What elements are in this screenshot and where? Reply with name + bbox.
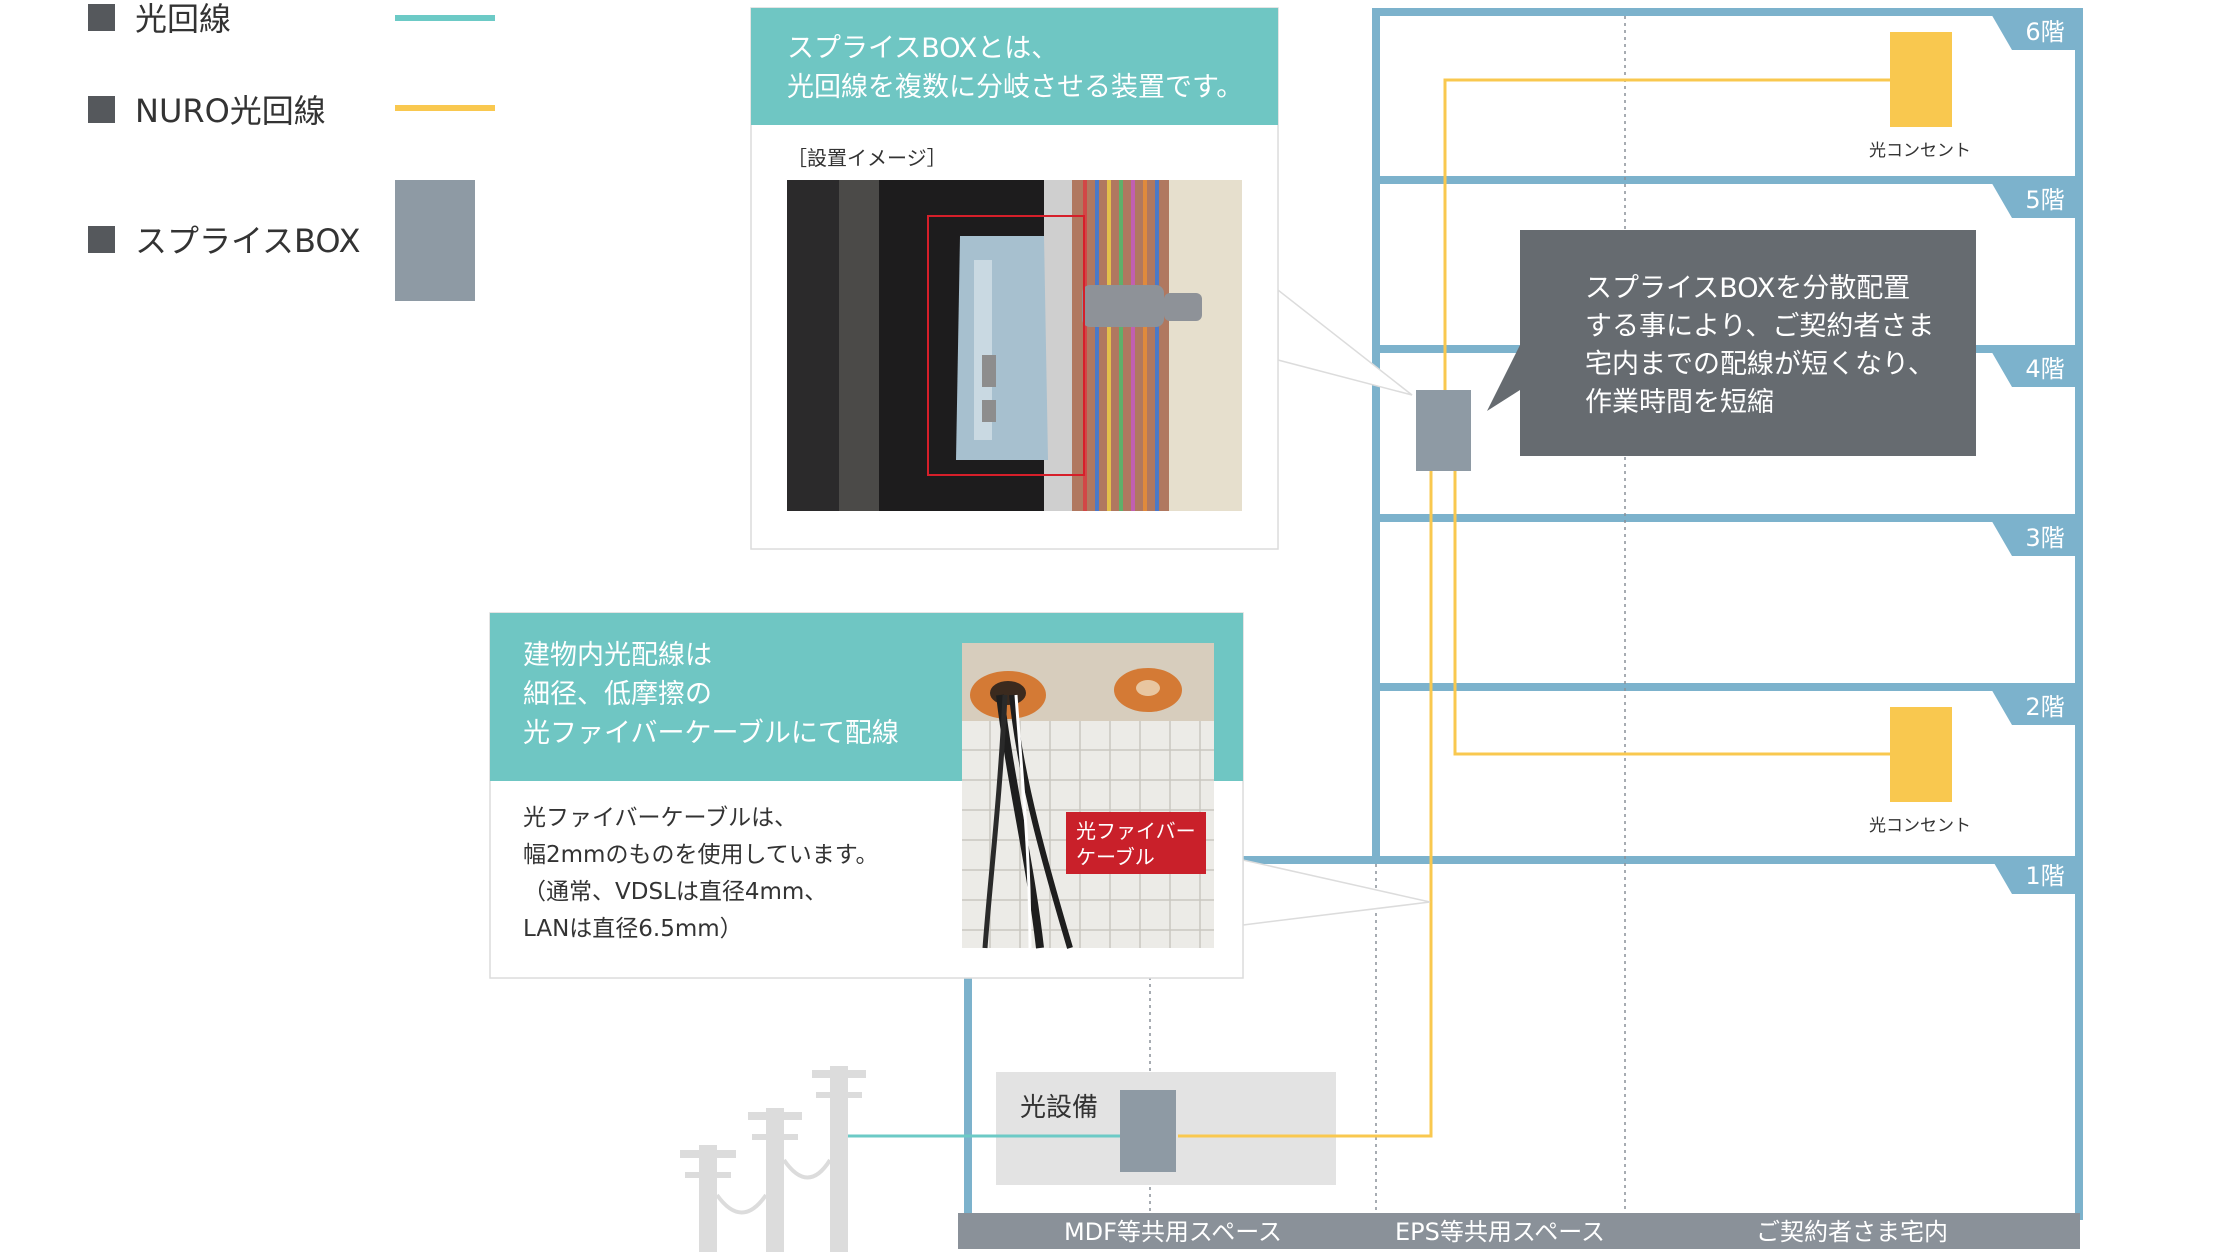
legend-bullet-fiber [88, 4, 115, 31]
callout-cable-body-3: （通常、VDSLは直径4mm、 [523, 879, 827, 905]
zone-label-eps: EPS等共用スペース [1395, 1218, 1605, 1246]
callout-distribution-line-2: する事により、ご契約者さま [1585, 311, 1934, 342]
splice-box-4f [1416, 390, 1471, 471]
callout-cable-body-4: LANは直径6.5mm） [523, 916, 743, 942]
cable-photo-tag-line-2: ケーブル [1076, 845, 1155, 869]
outlet-2f: 光コンセント [1869, 707, 1971, 836]
callout-cable-body-1: 光ファイバーケーブルは、 [523, 805, 797, 831]
nuro-line-2f [1453, 471, 1890, 756]
callout-cable-title-2: 細径、低摩擦の [523, 679, 712, 710]
zone-bar: MDF等共用スペース EPS等共用スペース ご契約者さま宅内 [958, 1213, 2080, 1249]
legend-splice-box-swatch [395, 180, 475, 301]
equipment-label: 光設備 [1020, 1093, 1098, 1123]
callout-splice-header [751, 8, 1278, 125]
floor-label-1: 1階 [2025, 862, 2064, 890]
splice-installation-photo [787, 180, 1242, 511]
callout-distribution-line-4: 作業時間を短縮 [1585, 387, 1774, 418]
splice-box-mdf [1120, 1090, 1176, 1172]
nuro-line-6f [1443, 78, 1890, 390]
outlet-2f-box [1890, 707, 1952, 802]
legend: 光回線 NURO光回線 スプライスBOX [88, 0, 495, 301]
legend-label-nuro: NURO光回線 [135, 92, 326, 130]
callout-splice-box: スプライスBOXとは、 光回線を複数に分岐させる装置です。 ［設置イメージ］ [750, 7, 1413, 550]
callout-distribution-line-1: スプライスBOXを分散配置 [1585, 273, 1910, 304]
floor-label-5: 5階 [2025, 186, 2064, 214]
callout-distribution-line-3: 宅内までの配線が短くなり、 [1585, 349, 1935, 380]
zone-label-residence: ご契約者さま宅内 [1756, 1218, 1948, 1246]
zone-label-mdf: MDF等共用スペース [1064, 1218, 1282, 1246]
floor-label-3: 3階 [2025, 524, 2064, 552]
callout-splice-title-1: スプライスBOXとは、 [787, 33, 1058, 64]
callout-distribution: スプライスBOXを分散配置 する事により、ご契約者さま 宅内までの配線が短くなり… [1487, 230, 1976, 456]
legend-label-fiber: 光回線 [135, 0, 231, 38]
outlet-6f-label: 光コンセント [1869, 141, 1971, 161]
legend-label-splice: スプライスBOX [135, 222, 361, 260]
cable-photo-tag-line-1: 光ファイバー [1076, 819, 1196, 843]
wiring [842, 78, 1890, 1138]
cable-photo-tag [1066, 812, 1206, 874]
cable-photo: 光ファイバー ケーブル [962, 643, 1214, 949]
legend-bullet-splice [88, 226, 115, 253]
legend-line-nuro [395, 105, 495, 111]
zone-bar-bg [958, 1213, 2080, 1249]
callout-distribution-box [1520, 230, 1976, 456]
callout-cable-title-3: 光ファイバーケーブルにて配線 [523, 718, 899, 749]
utility-poles-icon [680, 1066, 866, 1252]
legend-bullet-nuro [88, 96, 115, 123]
callout-cable-pointer [1242, 859, 1431, 926]
floor-label-6: 6階 [2025, 18, 2064, 46]
callout-cable-body-2: 幅2mmのものを使用しています。 [523, 842, 878, 868]
outlet-2f-label: 光コンセント [1869, 816, 1971, 836]
nuro-line-trunk [1178, 471, 1433, 1138]
outlet-6f-box [1890, 32, 1952, 127]
callout-splice-title-2: 光回線を複数に分岐させる装置です。 [787, 72, 1243, 103]
outlet-6f: 光コンセント [1869, 32, 1971, 161]
floor-label-2: 2階 [2025, 693, 2064, 721]
callout-cable: 建物内光配線は 細径、低摩擦の 光ファイバーケーブルにて配線 光ファイバーケーブ… [489, 612, 1431, 979]
building: 6階 5階 4階 3階 2階 1階 [964, 8, 2083, 1220]
floor-label-4: 4階 [2025, 355, 2064, 383]
callout-splice-pointer [1277, 288, 1413, 396]
legend-line-fiber [395, 15, 495, 21]
callout-splice-caption: ［設置イメージ］ [787, 146, 947, 170]
callout-cable-title-1: 建物内光配線は [523, 640, 712, 671]
